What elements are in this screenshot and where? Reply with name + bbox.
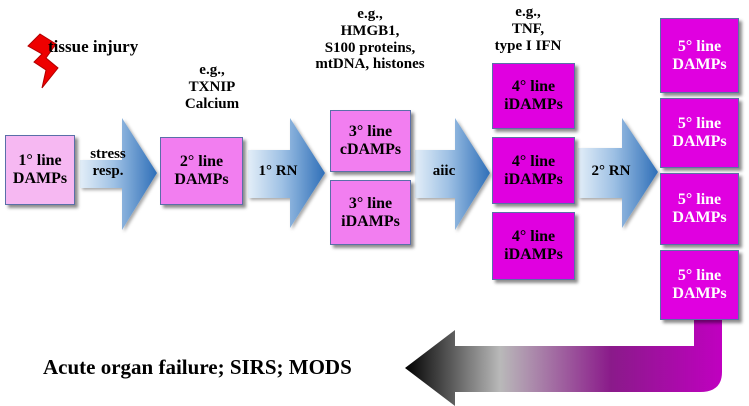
secondary-examples: e.g., TXNIP Calcium bbox=[172, 62, 252, 112]
quinary-3-line1: 5° line bbox=[677, 191, 722, 209]
secondary-examples-line2: TXNIP bbox=[188, 78, 236, 95]
quaternary-3-line1: 4° line bbox=[511, 228, 556, 246]
tissue-injury-label: tissue injury bbox=[48, 37, 139, 56]
quaternary-1-line2: iDAMPs bbox=[504, 96, 563, 113]
quinary-damps-box: 5° line DAMPs bbox=[660, 98, 739, 168]
secondary-box-line2: DAMPs bbox=[174, 171, 229, 188]
quinary-damps-box: 5° line DAMPs bbox=[660, 18, 739, 93]
arrow-aiic bbox=[415, 118, 490, 230]
lightning-bolt-icon bbox=[27, 33, 59, 89]
primary-rn-label: 1° RN bbox=[258, 163, 298, 179]
secondary-examples-line3: Calcium bbox=[184, 95, 240, 112]
secondary-box-line1: 2° line bbox=[179, 153, 224, 171]
quaternary-examples-line2: TNF, bbox=[511, 20, 545, 37]
arrow-stress-response bbox=[80, 118, 157, 230]
tertiary-examples-line2: HMGB1, bbox=[340, 22, 400, 39]
tertiary-c-line1: 3° line bbox=[348, 123, 393, 141]
tertiary-i-line2: iDAMPs bbox=[341, 212, 400, 230]
quinary-damps-box: 5° line DAMPs bbox=[660, 250, 739, 320]
quinary-2-line2: DAMPs bbox=[672, 133, 727, 150]
quinary-4-line2: DAMPs bbox=[672, 285, 727, 302]
quaternary-examples-line1: e.g., bbox=[515, 4, 541, 20]
tertiary-idamps-box: 3° line iDAMPs bbox=[330, 180, 411, 245]
tertiary-cdamps-box: 3° line cDAMPs bbox=[330, 110, 411, 172]
secondary-examples-line1: e.g., bbox=[199, 62, 225, 78]
tertiary-examples-line3: S100 proteins, bbox=[324, 39, 416, 56]
quaternary-idamps-box: 4° line iDAMPs bbox=[492, 137, 575, 204]
secondary-rn-label: 2° RN bbox=[591, 163, 631, 179]
quaternary-2-line1: 4° line bbox=[511, 152, 556, 170]
tertiary-i-line1: 3° line bbox=[348, 194, 393, 212]
tertiary-c-line2: cDAMPs bbox=[339, 141, 402, 158]
return-arrow-outcome bbox=[405, 320, 722, 406]
quinary-damps-box: 5° line DAMPs bbox=[660, 173, 739, 245]
stress-response-label: stress resp. bbox=[82, 146, 134, 180]
tertiary-examples: e.g., HMGB1, S100 proteins, mtDNA, histo… bbox=[290, 6, 450, 73]
stress-label-line2: resp. bbox=[92, 162, 124, 179]
aiic-label: aiic bbox=[432, 163, 456, 179]
quaternary-examples: e.g., TNF, type I IFN bbox=[468, 4, 588, 54]
quaternary-2-line2: iDAMPs bbox=[504, 170, 563, 188]
primary-damps-box: 1° line DAMPs bbox=[5, 135, 75, 205]
quaternary-idamps-box: 4° line iDAMPs bbox=[492, 212, 575, 280]
quinary-4-line1: 5° line bbox=[677, 267, 722, 285]
quaternary-3-line2: iDAMPs bbox=[504, 246, 563, 263]
outcome-label: Acute organ failure; SIRS; MODS bbox=[43, 355, 352, 379]
quinary-1-line1: 5° line bbox=[677, 37, 722, 55]
tertiary-examples-line4: mtDNA, histones bbox=[315, 56, 425, 73]
arrow-primary-rn bbox=[248, 118, 325, 228]
quinary-2-line1: 5° line bbox=[677, 115, 722, 133]
tertiary-examples-line1: e.g., bbox=[357, 6, 383, 22]
quaternary-idamps-box: 4° line iDAMPs bbox=[492, 63, 575, 129]
quaternary-examples-line3: type I IFN bbox=[494, 37, 562, 54]
quinary-3-line2: DAMPs bbox=[672, 209, 727, 226]
primary-box-line2: DAMPs bbox=[12, 170, 68, 187]
arrow-secondary-rn bbox=[578, 118, 658, 228]
quinary-1-line2: DAMPs bbox=[672, 55, 727, 73]
stress-label-line1: stress bbox=[90, 146, 126, 162]
secondary-damps-box: 2° line DAMPs bbox=[160, 137, 243, 205]
primary-box-line1: 1° line bbox=[18, 152, 62, 170]
quaternary-1-line1: 4° line bbox=[511, 78, 556, 96]
